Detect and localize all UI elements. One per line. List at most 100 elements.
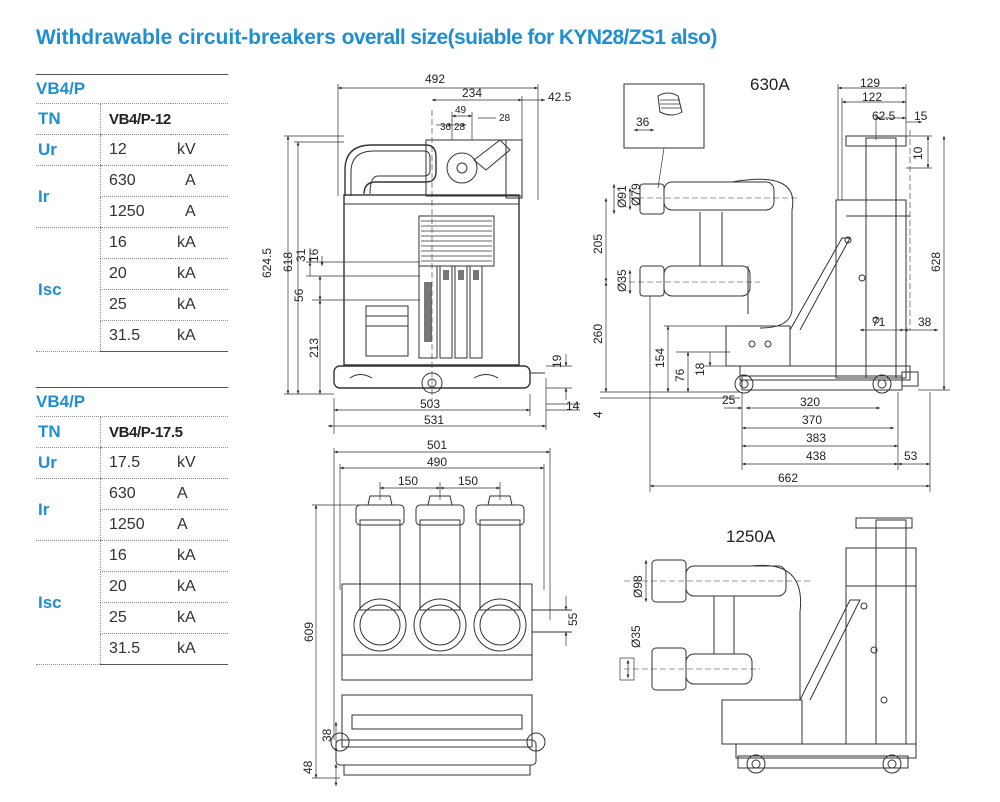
- side-view-1250a: [619, 517, 917, 774]
- dim-label: 624.5: [260, 248, 274, 278]
- dim-label: 129: [860, 76, 880, 90]
- tn-label: TN: [36, 103, 101, 135]
- dim-label: 4: [591, 411, 605, 418]
- dim-label: 38: [918, 315, 932, 329]
- dim-label: 25: [722, 393, 736, 407]
- isc-unit: kA: [171, 289, 228, 321]
- dim-label: 53: [904, 449, 918, 463]
- isc-value: 31.5: [100, 633, 171, 665]
- isc-value: 16: [100, 540, 171, 572]
- ir-value: 630: [100, 165, 171, 197]
- ir-unit: A: [171, 165, 228, 197]
- dim-label: 31: [294, 248, 308, 262]
- ir-label: Ir: [36, 165, 101, 228]
- dim-label: 28: [499, 113, 511, 124]
- tn-label: TN: [36, 416, 101, 448]
- ur-label: Ur: [36, 134, 101, 166]
- ir-unit: A: [171, 509, 228, 541]
- ir-unit: A: [171, 478, 228, 510]
- dim-label: 71: [872, 315, 886, 329]
- dim-label: 501: [427, 438, 447, 452]
- dim-label: 28: [454, 122, 466, 133]
- series-heading: VB4/P: [36, 75, 228, 104]
- dim-label: 662: [778, 471, 798, 485]
- isc-label: Isc: [36, 227, 101, 352]
- top-view: [312, 448, 572, 786]
- page-title: Withdrawable circuit-breakers overall si…: [36, 26, 717, 50]
- dim-label: 56: [292, 288, 306, 302]
- rating-label-1250a: 1250A: [726, 527, 776, 546]
- dim-label: 260: [591, 324, 605, 344]
- dim-label: 154: [653, 348, 667, 368]
- top-body: [341, 583, 533, 681]
- dim-label: 492: [425, 72, 445, 86]
- dim-label: 38: [320, 728, 334, 742]
- dim-label: 14: [566, 399, 580, 413]
- dim-label: 49: [455, 105, 467, 116]
- isc-unit: kA: [171, 571, 228, 603]
- dim-label: 383: [806, 431, 826, 445]
- isc-value: 16: [100, 227, 171, 259]
- title-part-2: overall size(suiable for KYN28/ZS1 also): [341, 26, 718, 49]
- isc-unit: kA: [171, 602, 228, 634]
- ir-unit: A: [171, 196, 228, 228]
- ur-value: 12: [100, 134, 171, 166]
- breaker-body: [343, 194, 520, 366]
- top-view-dims: 501 490 150 150 609 55 38 48: [301, 438, 580, 774]
- ir-value: 1250: [100, 196, 171, 228]
- isc-value: 31.5: [100, 320, 171, 352]
- ur-value: 17.5: [100, 447, 171, 479]
- isc-value: 20: [100, 258, 171, 290]
- top-truck: [341, 694, 533, 748]
- ur-unit: kV: [171, 447, 228, 479]
- ur-unit: kV: [171, 134, 228, 166]
- ir-value: 1250: [100, 509, 171, 541]
- front-view-dims: 492 234 42.5 49 36 28 28 624.5 618 31 16…: [260, 72, 580, 427]
- ur-label: Ur: [36, 447, 101, 479]
- dim-label: 438: [806, 449, 826, 463]
- tn-value: VB4/P-12: [100, 103, 228, 135]
- dim-label: Ø98: [631, 575, 645, 598]
- isc-unit: kA: [171, 633, 228, 665]
- isc-value: 20: [100, 571, 171, 603]
- dim-label: 76: [673, 368, 687, 382]
- dim-label: 205: [591, 234, 605, 254]
- dim-label: 609: [302, 622, 316, 642]
- isc-unit: kA: [171, 540, 228, 572]
- dim-label: 490: [427, 455, 447, 469]
- pole-left: [353, 495, 407, 652]
- isc-unit: kA: [171, 320, 228, 352]
- lifting-handle: [344, 144, 437, 196]
- isc-unit: kA: [171, 258, 228, 290]
- dim-label: 36: [636, 115, 650, 129]
- dim-label: 48: [301, 760, 315, 774]
- dim-label: 62.5: [872, 109, 896, 123]
- isc-unit: kA: [171, 227, 228, 259]
- isc-value: 25: [100, 602, 171, 634]
- title-part-1: Withdrawable circuit-breakers: [36, 26, 336, 49]
- ir-value: 630: [100, 478, 171, 510]
- dim-label: 16: [307, 248, 321, 262]
- dim-label: Ø35: [615, 269, 629, 292]
- dim-label: 150: [458, 474, 478, 488]
- dim-label: 234: [462, 86, 482, 100]
- isc-value: 25: [100, 289, 171, 321]
- dim-label: 122: [862, 90, 882, 104]
- dim-label: 150: [398, 474, 418, 488]
- nameplate: [365, 305, 409, 357]
- front-view: [284, 84, 580, 434]
- dim-label: 213: [307, 338, 321, 358]
- dim-label: 18: [693, 362, 707, 376]
- dim-label: 15: [914, 109, 928, 123]
- dim-label: 370: [802, 413, 822, 427]
- dim-label: 36: [440, 122, 452, 133]
- rating-label-630a: 630A: [750, 75, 790, 94]
- dim-label: 618: [281, 252, 295, 272]
- dim-label: Ø91: [615, 185, 629, 208]
- ir-label: Ir: [36, 478, 101, 541]
- dim-label: 55: [566, 612, 580, 626]
- dim-label: Ø79: [629, 183, 643, 206]
- side-1250-dims: 1250A Ø98 Ø35: [629, 527, 776, 648]
